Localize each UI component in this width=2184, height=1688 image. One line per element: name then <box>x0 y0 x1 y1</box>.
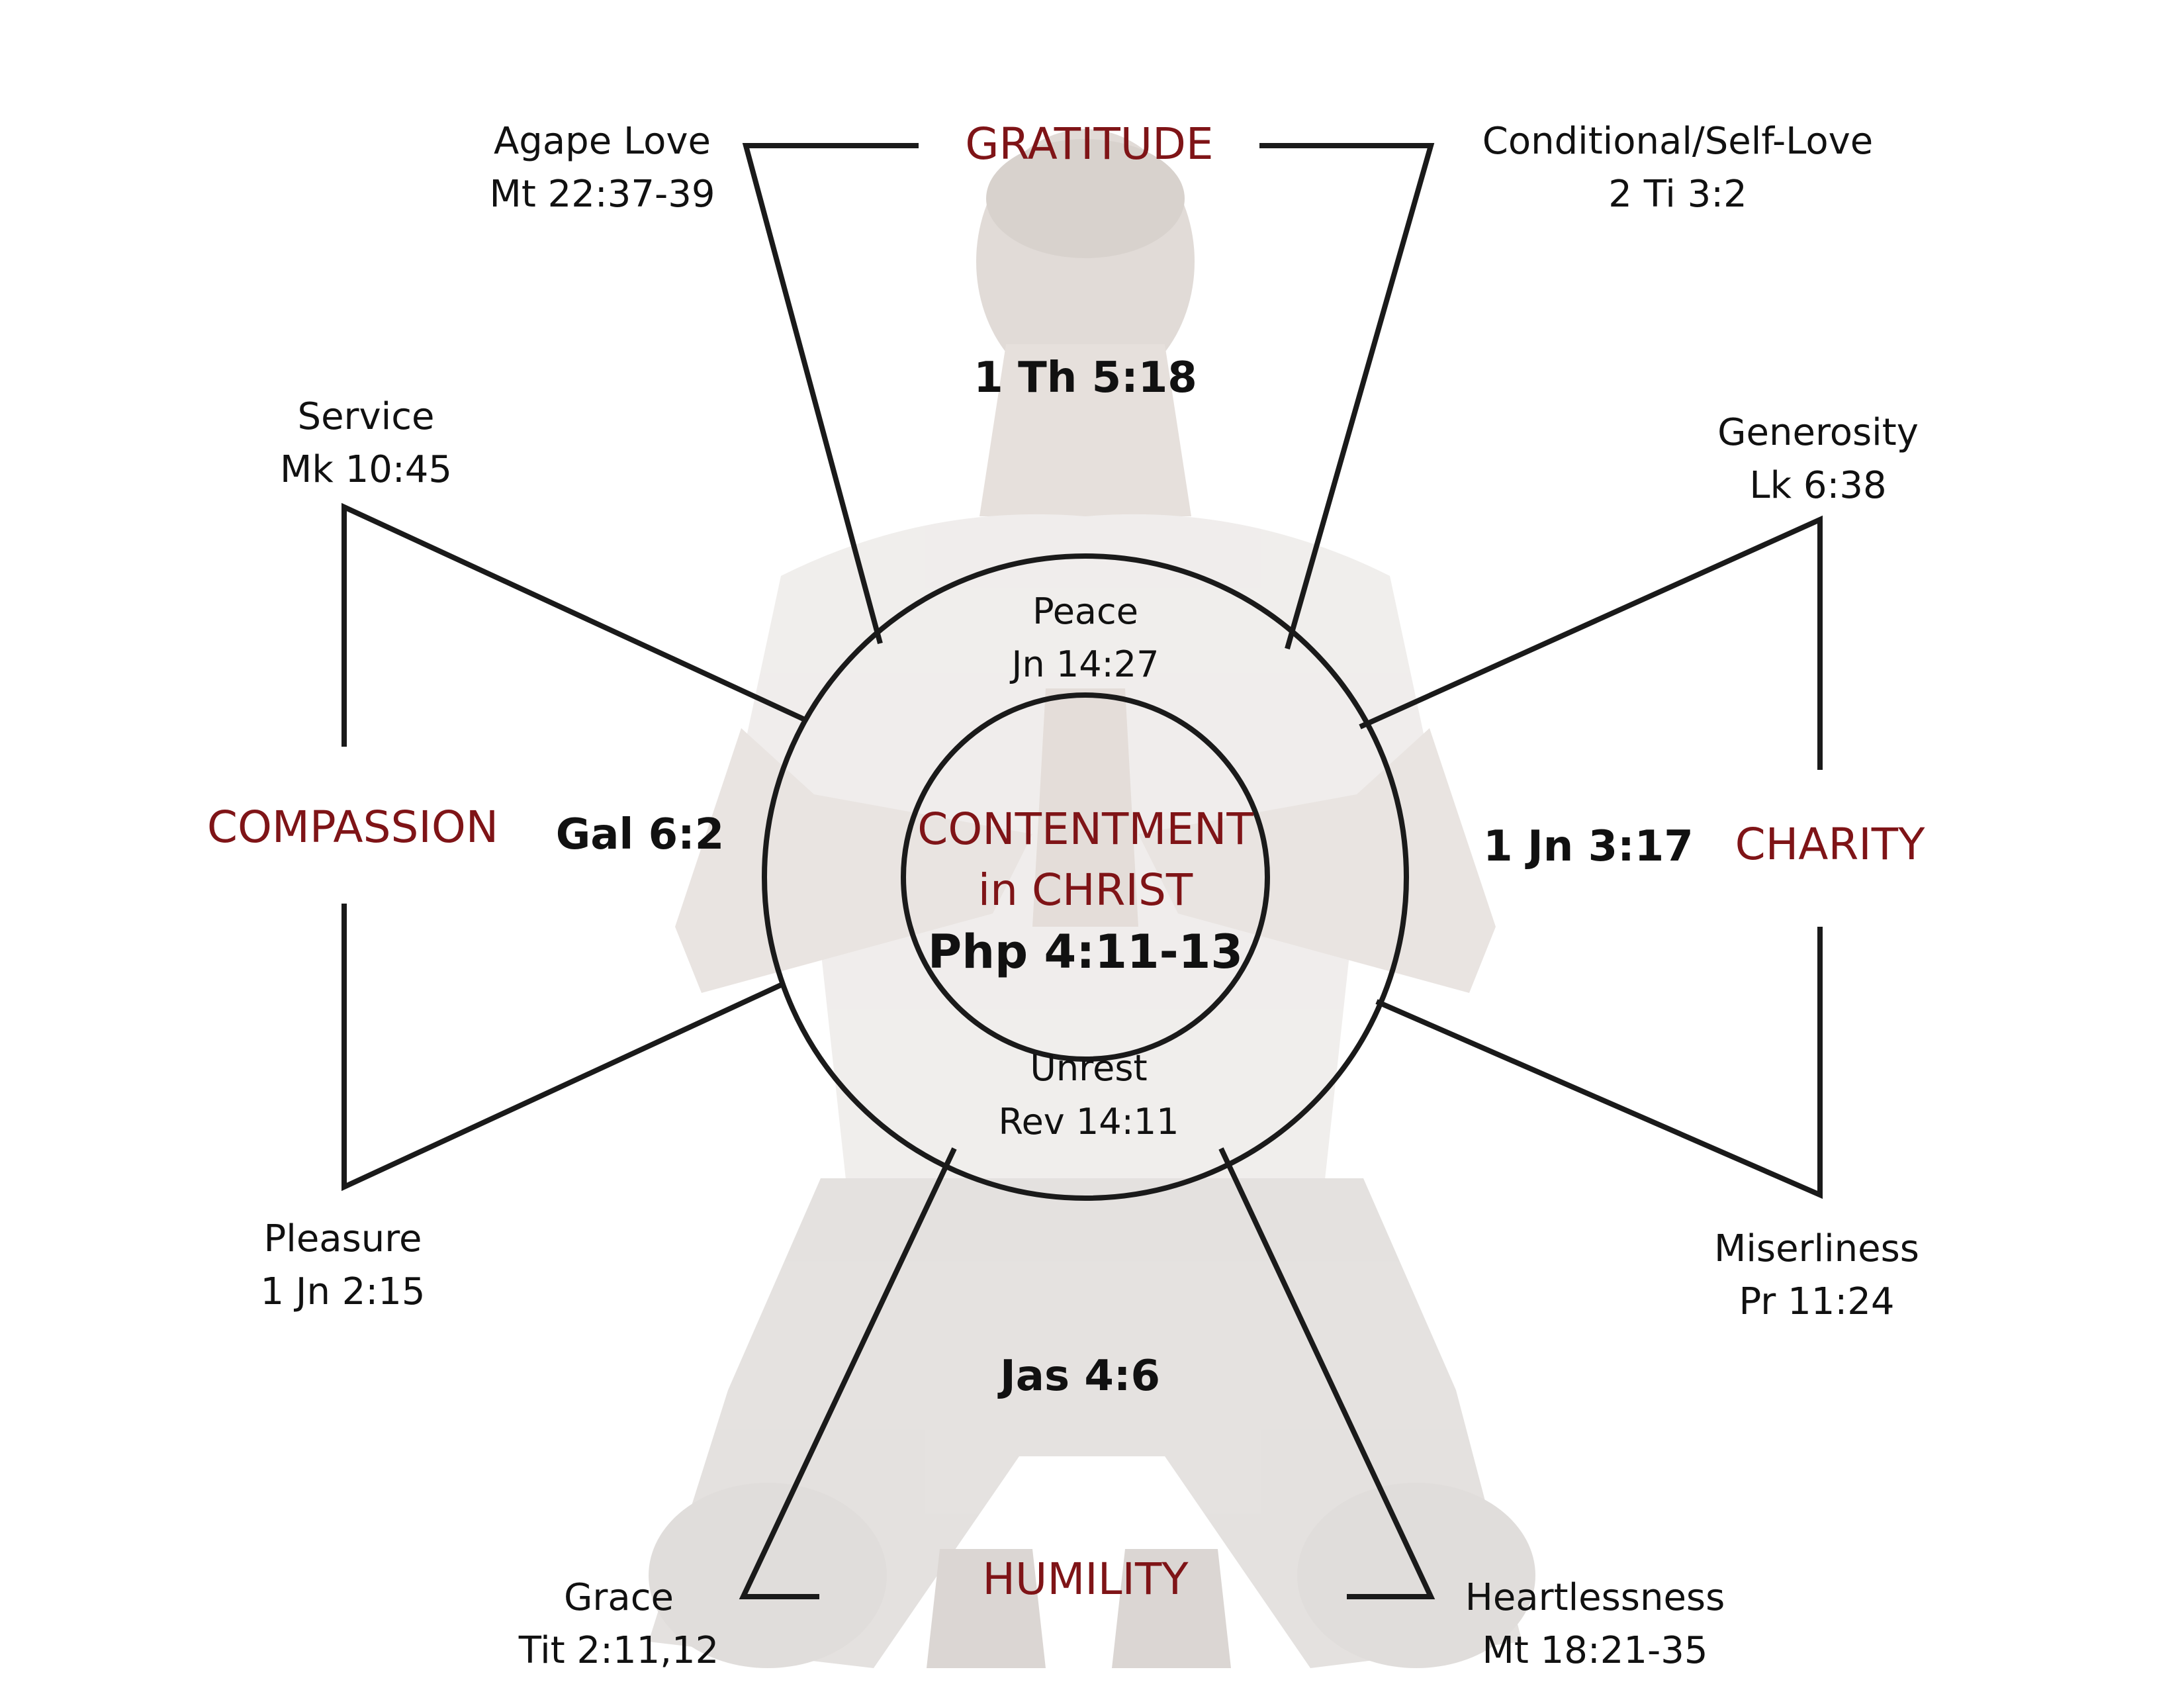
heartlessness-ref: Mt 18:21-35 <box>1482 1629 1708 1672</box>
service-ref: Mk 10:45 <box>280 448 452 491</box>
humility-label: HUMILITY <box>982 1554 1189 1605</box>
self-love-label: Conditional/Self-Love <box>1482 120 1873 163</box>
pleasure-ref: 1 Jn 2:15 <box>261 1270 426 1313</box>
pleasure-label: Pleasure <box>263 1217 422 1260</box>
generosity-label: Generosity <box>1717 411 1919 454</box>
gratitude-verse: 1 Th 5:18 <box>974 353 1197 402</box>
gratitude-label: GRATITUDE <box>965 118 1213 169</box>
heartlessness-label: Heartlessness <box>1465 1576 1725 1619</box>
agape-love-label: Agape Love <box>494 120 711 163</box>
outer-ring <box>762 553 1409 1201</box>
self-love-ref: 2 Ti 3:2 <box>1608 173 1747 216</box>
compassion-label: COMPASSION <box>207 802 498 853</box>
humility-funnel <box>739 1147 1435 1599</box>
charity-label: CHARITY <box>1735 819 1926 870</box>
center-title-line1: CONTENTMENT <box>917 804 1253 855</box>
charity-funnel <box>1359 515 1823 1199</box>
compassion-verse: Gal 6:2 <box>556 810 725 859</box>
compassion-funnel <box>341 502 807 1192</box>
agape-love-ref: Mt 22:37-39 <box>490 173 715 216</box>
unrest-label: Unrest <box>1030 1047 1147 1089</box>
peace-label: Peace <box>1032 590 1138 632</box>
center-reference: Php 4:11-13 <box>928 925 1243 979</box>
miserliness-ref: Pr 11:24 <box>1739 1280 1895 1323</box>
charity-verse: 1 Jn 3:17 <box>1483 822 1694 871</box>
center-title-line2: in CHRIST <box>978 865 1193 915</box>
service-label: Service <box>298 395 435 438</box>
kneeling-man-figure <box>649 129 1535 1668</box>
inner-circle <box>901 692 1270 1062</box>
unrest-ref: Rev 14:11 <box>998 1101 1179 1143</box>
miserliness-label: Miserliness <box>1714 1227 1919 1270</box>
grace-label: Grace <box>564 1576 674 1619</box>
humility-verse: Jas 4:6 <box>997 1352 1160 1401</box>
generosity-ref: Lk 6:38 <box>1749 464 1886 507</box>
peace-ref: Jn 14:27 <box>1010 643 1160 685</box>
gratitude-funnel <box>742 143 1435 650</box>
grace-ref: Tit 2:11,12 <box>518 1629 719 1672</box>
